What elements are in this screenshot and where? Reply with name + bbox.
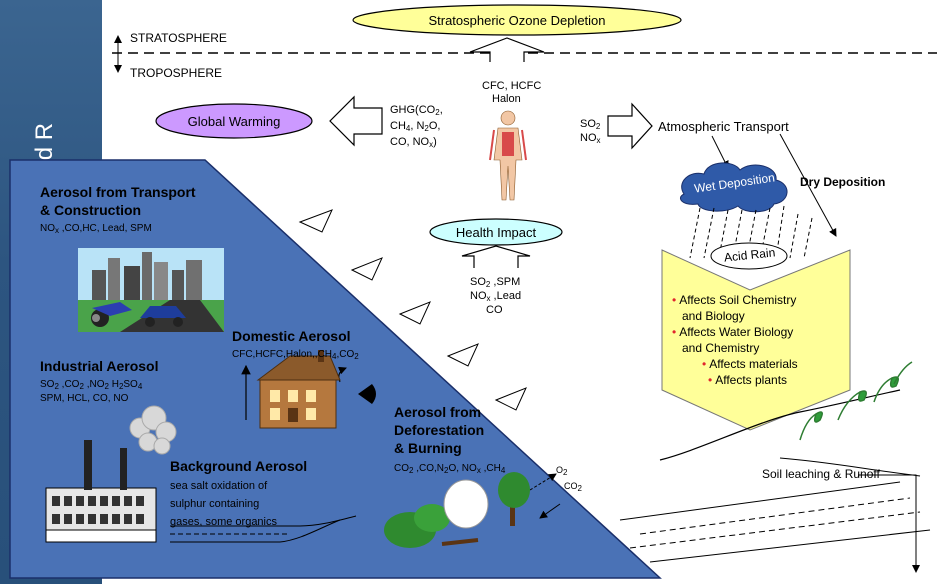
ozone-gases-line1: CFC, HCFC bbox=[482, 80, 542, 92]
health-label: Health Impact bbox=[455, 224, 537, 240]
background-aerosol-line1: sea salt oxidation of bbox=[170, 480, 268, 492]
warming-arrow bbox=[329, 95, 383, 147]
acid-rain-ellipse bbox=[710, 242, 788, 270]
industrial-aerosol-title: Industrial Aerosol bbox=[40, 358, 159, 374]
hill-line bbox=[659, 389, 901, 461]
deforestation-sub: CO2 ,CO,N2O, NOx ,CH4 bbox=[394, 463, 506, 475]
health-arrow bbox=[461, 245, 531, 268]
effect-3: •Affects materials bbox=[702, 357, 798, 371]
industrial-aerosol-line1: SO2 ,CO2 ,NO2 H2SO4 bbox=[40, 379, 143, 391]
deforestation-title1: Aerosol from bbox=[394, 404, 482, 420]
slope-notches bbox=[298, 209, 527, 411]
domestic-aerosol-title: Domestic Aerosol bbox=[232, 328, 351, 344]
smoke-image bbox=[129, 405, 177, 455]
ghg-line2: CH4, N2O, bbox=[390, 120, 441, 133]
background-aerosol-line2: sulphur containing bbox=[170, 498, 260, 510]
deforestation-o2: O2 bbox=[556, 465, 568, 477]
health-line2: NOx ,Lead bbox=[470, 290, 522, 303]
transport-aerosol-title1: Aerosol from Transport bbox=[40, 184, 196, 200]
domestic-aerosol-sub: CFC,HCFC,Halon,,CH4,CO2 bbox=[232, 349, 359, 361]
effect-1-line2: and Biology bbox=[682, 309, 745, 323]
factory-image bbox=[45, 440, 157, 543]
deforestation-title2: Deforestation bbox=[394, 422, 485, 438]
ozone-label: Stratospheric Ozone Depletion bbox=[428, 12, 606, 28]
troposphere-label: TROPOSPHERE bbox=[130, 66, 223, 80]
dry-deposition-label: Dry Deposition bbox=[800, 175, 886, 189]
ozone-ellipse bbox=[352, 4, 682, 36]
effect-2-line1: •Affects Water Biology bbox=[672, 325, 794, 339]
ghg-line1: GHG(CO2, bbox=[390, 104, 443, 117]
background-aerosol-line3: gases, some organics bbox=[170, 516, 277, 528]
effects-block bbox=[661, 249, 851, 431]
industrial-aerosol-line2: SPM, HCL, CO, NO bbox=[40, 393, 129, 404]
forest-fire-image bbox=[384, 472, 530, 548]
house-image bbox=[256, 350, 341, 429]
transport-nox: NOx bbox=[580, 132, 601, 145]
effect-2-line2: and Chemistry bbox=[682, 341, 760, 355]
stratosphere-label: STRATOSPHERE bbox=[130, 31, 227, 45]
human-body-image bbox=[489, 110, 527, 201]
effect-4: •Affects plants bbox=[708, 373, 788, 387]
transport-aerosol-sub: NOx ,CO,HC, Lead, SPM bbox=[40, 223, 152, 235]
warming-ellipse bbox=[155, 103, 313, 139]
spray-can-icon bbox=[358, 384, 376, 404]
health-line1: SO2 ,SPM bbox=[470, 276, 521, 289]
city-image bbox=[78, 248, 224, 332]
warming-label: Global Warming bbox=[187, 113, 281, 129]
effect-1-line1: •Affects Soil Chemistry bbox=[672, 293, 797, 307]
soil-leaching-label: Soil leaching & Runoff bbox=[762, 467, 880, 481]
atmospheric-transport-label: Atmospheric Transport bbox=[658, 119, 789, 134]
deforestation-title3: & Burning bbox=[394, 440, 462, 456]
transport-aerosol-title2: & Construction bbox=[40, 202, 142, 218]
health-line3: CO bbox=[486, 304, 503, 316]
plant-sprouts bbox=[799, 361, 913, 441]
health-ellipse bbox=[429, 218, 563, 246]
transport-so2: SO2 bbox=[580, 118, 601, 131]
transport-arrow bbox=[607, 102, 653, 150]
ozone-gases-line2: Halon bbox=[492, 93, 521, 105]
deforestation-co2: CO2 bbox=[564, 481, 582, 493]
ozone-arrow bbox=[469, 37, 545, 62]
wet-deposition-cloud bbox=[680, 162, 788, 213]
background-aerosol-title: Background Aerosol bbox=[170, 458, 308, 474]
ghg-line3: CO, NOx) bbox=[390, 136, 437, 149]
